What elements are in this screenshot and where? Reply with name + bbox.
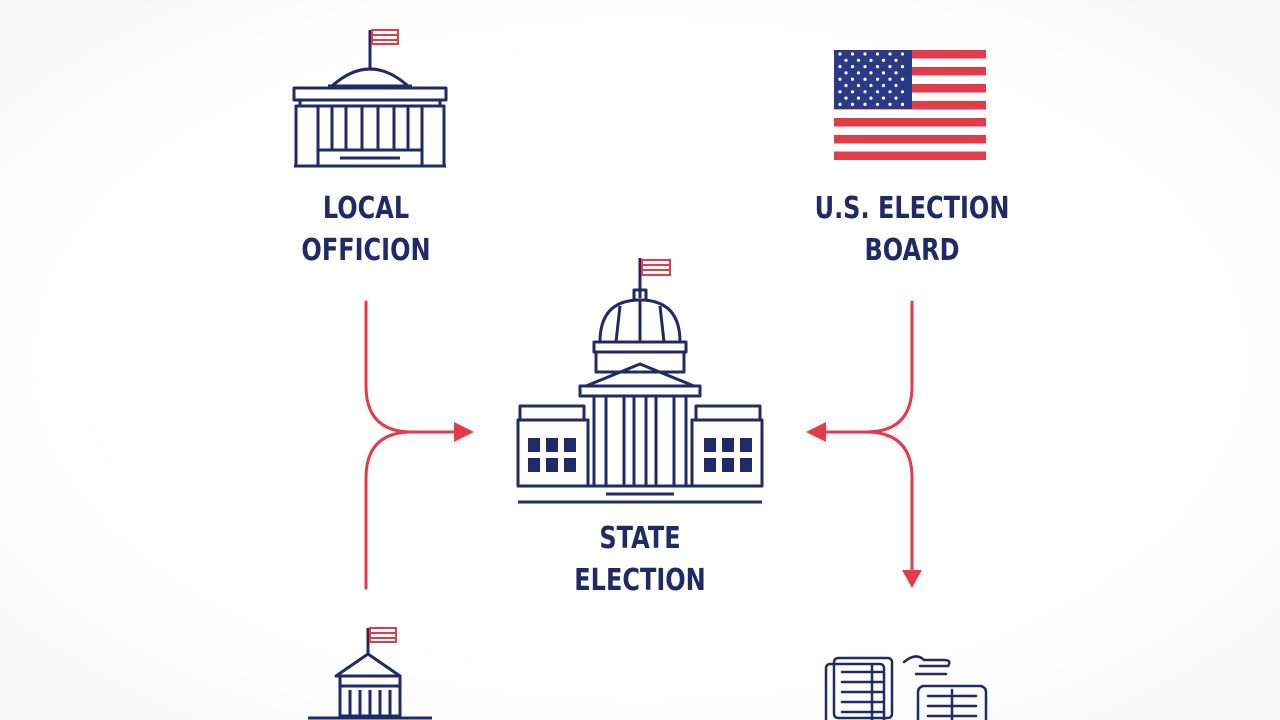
flag-star: [888, 90, 892, 94]
flag-star: [838, 102, 842, 106]
flag-star: [838, 90, 842, 94]
flag-star: [838, 65, 842, 69]
state-capitol-building-icon: [516, 258, 764, 504]
flag-star: [888, 77, 892, 81]
left-connector-arrow: [364, 300, 460, 590]
flag-star: [844, 96, 848, 100]
flag-star: [894, 96, 898, 100]
flag-star: [856, 71, 861, 75]
flag-star: [888, 65, 892, 69]
flag-star: [869, 96, 873, 100]
right-arrowhead-down: [902, 570, 922, 588]
flag-star: [894, 58, 898, 62]
flag-star: [863, 77, 867, 81]
flag-star: [900, 65, 905, 69]
flag-star: [900, 102, 905, 106]
small-capitol-building-icon: [308, 627, 432, 720]
flag-star: [869, 83, 873, 88]
flag-star: [881, 71, 886, 75]
us-election-board-label-line1: U.S. ELECTION: [814, 191, 1010, 226]
right-arrowhead-left: [806, 422, 826, 442]
flag-star: [888, 102, 892, 106]
flag-star: [881, 96, 886, 100]
flag-star: [844, 83, 848, 88]
state-election-label: STATE ELECTION: [520, 518, 760, 602]
flag-star: [875, 77, 880, 81]
us-election-board-label: U.S. ELECTION BOARD: [792, 188, 1032, 272]
right-connector-arrow: [820, 300, 914, 574]
flag-star: [900, 77, 905, 81]
flag-star: [850, 65, 855, 69]
flag-star: [894, 83, 898, 88]
local-officion-label: LOCAL OFFICION: [246, 188, 486, 272]
flag-star: [863, 102, 867, 106]
flag-star: [875, 102, 880, 106]
flag-star: [838, 77, 842, 81]
flag-star: [881, 58, 886, 62]
state-election-label-line2: ELECTION: [574, 563, 706, 598]
flag-star: [838, 52, 842, 56]
flag-star: [875, 52, 880, 56]
flag-star: [894, 71, 898, 75]
flag-star: [856, 58, 861, 62]
flag-star: [863, 65, 867, 69]
flag-star: [850, 52, 855, 56]
flag-icon: [641, 259, 671, 276]
flag-star: [900, 90, 905, 94]
flag-star: [863, 90, 867, 94]
us-flag-icon: [834, 50, 986, 160]
flag-star: [900, 52, 905, 56]
flag-icon: [369, 627, 397, 643]
left-arrowhead: [454, 422, 474, 442]
flag-star: [844, 58, 848, 62]
flag-star: [875, 65, 880, 69]
flag-star: [850, 90, 855, 94]
flag-star: [869, 58, 873, 62]
small-capitol-building-icon: [292, 29, 448, 168]
flag-star: [863, 52, 867, 56]
flag-star: [869, 71, 873, 75]
flag-star: [850, 102, 855, 106]
flag-star: [875, 90, 880, 94]
flag-star: [881, 83, 886, 88]
flag-star: [856, 83, 861, 88]
flag-star: [850, 77, 855, 81]
local-officion-label-line1: LOCAL: [322, 191, 410, 226]
flag-star: [856, 96, 861, 100]
flag-star: [844, 71, 848, 75]
documents-icon: [824, 655, 988, 720]
state-election-label-line1: STATE: [599, 521, 681, 556]
flag-icon: [371, 29, 399, 45]
flag-star: [888, 52, 892, 56]
us-election-board-label-line2: BOARD: [864, 233, 960, 268]
local-officion-label-line2: OFFICION: [301, 233, 431, 268]
